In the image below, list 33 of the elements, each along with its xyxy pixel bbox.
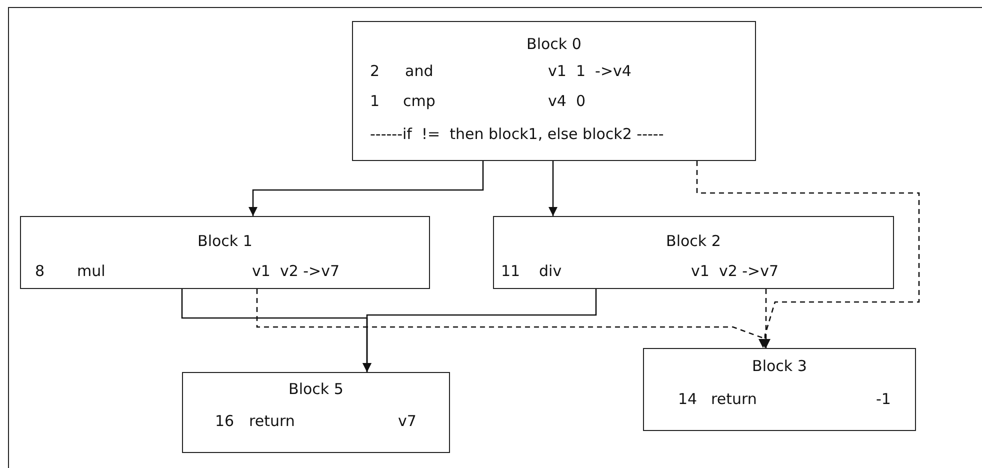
operands: v4 0 xyxy=(548,92,586,110)
operands: v1 1 ->v4 xyxy=(548,62,632,80)
operands: v7 xyxy=(398,412,416,430)
block-title: Block 3 xyxy=(751,357,808,375)
arrow xyxy=(696,161,920,348)
opcode: div xyxy=(539,262,562,280)
opcode: mul xyxy=(77,262,106,280)
line-number: 11 xyxy=(501,262,520,280)
line-number: 1 xyxy=(370,92,380,110)
operands: v1 v2 ->v7 xyxy=(691,262,779,280)
opcode: and xyxy=(405,62,434,80)
block-box xyxy=(493,216,894,289)
opcode: cmp xyxy=(403,92,436,110)
arrow xyxy=(362,289,597,372)
opcode: return xyxy=(711,390,757,408)
operands: v1 v2 ->v7 xyxy=(252,262,340,280)
opcode: return xyxy=(249,412,295,430)
block-box xyxy=(20,216,430,289)
block-title: Block 1 xyxy=(196,232,254,250)
arrow xyxy=(548,161,558,216)
arrow xyxy=(248,161,484,216)
block-box xyxy=(182,372,450,453)
line-number: 14 xyxy=(678,390,698,408)
line-number: 16 xyxy=(215,412,234,430)
block-title: Block 0 xyxy=(526,35,582,53)
branch-text: ------if != then block1, else block2 ----- xyxy=(370,125,664,143)
operands: -1 xyxy=(876,390,891,408)
block-box xyxy=(643,348,916,431)
block-box xyxy=(352,21,756,161)
block-title: Block 2 xyxy=(665,232,722,250)
block-title: Block 5 xyxy=(288,380,344,398)
line-number: 2 xyxy=(370,62,380,80)
line-number: 8 xyxy=(35,262,45,280)
